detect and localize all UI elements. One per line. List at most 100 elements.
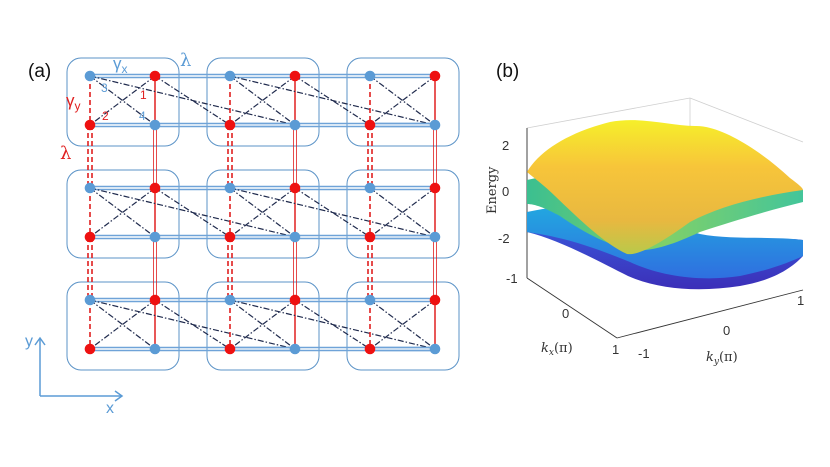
- site-4-blue: [429, 119, 441, 131]
- site-4-blue: [149, 231, 161, 243]
- long-dashdot-bond: [229, 75, 436, 126]
- z-tick: 2: [502, 138, 509, 153]
- dashdot-bond: [229, 299, 296, 350]
- axis-y-label: y: [25, 333, 33, 350]
- dashdot-bond: [229, 299, 296, 350]
- site-1-red: [149, 294, 161, 306]
- long-dashdot-bond: [229, 187, 436, 238]
- band-structure-panel: (b) Energy 2 0 -2 -1 0 1 -1 0 1 kx(π) ky…: [485, 61, 804, 367]
- unit-cell: [66, 169, 180, 259]
- dashdot-bond: [229, 187, 296, 238]
- panel-b-label: (b): [496, 61, 519, 82]
- site-2-red: [224, 343, 236, 355]
- kx-axis-line: [526, 277, 618, 339]
- site-2-red: [84, 231, 96, 243]
- kx-tick: -1: [506, 271, 518, 286]
- site-3-blue: [364, 70, 376, 82]
- site-4-blue: [289, 343, 301, 355]
- site-2-red: [364, 231, 376, 243]
- site-4-blue: [149, 343, 161, 355]
- long-dashdot-bond: [154, 299, 231, 350]
- dashdot-bond: [229, 187, 296, 238]
- site-3-blue: [84, 70, 96, 82]
- ky-tick: 1: [797, 293, 804, 308]
- unit-cell: [206, 169, 320, 259]
- dashdot-bond: [89, 187, 156, 238]
- unit-cell: [206, 57, 320, 147]
- long-dashdot-bond: [89, 299, 296, 350]
- ky-tick: 0: [723, 323, 730, 338]
- lambda-left-label: λ: [60, 143, 71, 164]
- unit-cell: [66, 57, 180, 147]
- z-tick: -2: [498, 231, 510, 246]
- dashdot-bond: [369, 299, 436, 350]
- z-tick: 0: [502, 184, 509, 199]
- site-number-3: 3: [101, 81, 108, 95]
- kx-axis-label: kx(π): [541, 341, 573, 358]
- site-number-1: 1: [140, 88, 147, 102]
- site-3-blue: [84, 182, 96, 194]
- site-3-blue: [224, 182, 236, 194]
- energy-label: Energy: [485, 166, 500, 214]
- long-dashdot-bond: [154, 75, 231, 126]
- site-2-red: [364, 119, 376, 131]
- site-1-red: [429, 182, 441, 194]
- unit-cell: [206, 281, 320, 371]
- site-1-red: [149, 182, 161, 194]
- dashdot-bond: [89, 75, 156, 126]
- site-number-2: 2: [102, 109, 109, 123]
- unit-cell: [346, 57, 460, 147]
- y-arrow-head: [34, 336, 46, 346]
- lattice-panel: (a) γx λ γy λ 1 2 3 4: [25, 50, 460, 417]
- site-2-red: [224, 119, 236, 131]
- dashdot-bond: [89, 299, 156, 350]
- gamma-x-label: γx: [113, 54, 128, 76]
- dashdot-bond: [89, 299, 156, 350]
- site-3-blue: [84, 294, 96, 306]
- band-surface-1: [527, 120, 803, 255]
- box-edge: [526, 97, 691, 129]
- kx-tick: 1: [612, 342, 619, 357]
- x-arrow-head: [114, 390, 124, 402]
- site-1-red: [289, 70, 301, 82]
- dashdot-bond: [369, 299, 436, 350]
- site-4-blue: [429, 231, 441, 243]
- dashdot-bond: [369, 187, 436, 238]
- site-3-blue: [364, 294, 376, 306]
- site-3-blue: [224, 70, 236, 82]
- site-1-red: [429, 294, 441, 306]
- kx-tick: 0: [562, 306, 569, 321]
- lattice-sites: [84, 70, 441, 355]
- long-dashdot-bond: [294, 75, 371, 126]
- gamma-y-label: γy: [66, 91, 81, 113]
- dashdot-bond: [89, 75, 156, 126]
- panel-a-label: (a): [28, 61, 51, 82]
- site-4-blue: [149, 119, 161, 131]
- long-dashdot-bond: [89, 187, 296, 238]
- site-3-blue: [224, 294, 236, 306]
- box-edge: [689, 97, 804, 143]
- long-dashdot-bond: [294, 299, 371, 350]
- dashdot-bond: [229, 75, 296, 126]
- long-dashdot-bond: [154, 187, 231, 238]
- ky-axis-label: ky(π): [706, 350, 738, 367]
- site-4-blue: [429, 343, 441, 355]
- site-1-red: [429, 70, 441, 82]
- site-4-blue: [289, 119, 301, 131]
- site-4-blue: [289, 231, 301, 243]
- site-2-red: [364, 343, 376, 355]
- site-2-red: [224, 231, 236, 243]
- site-2-red: [84, 343, 96, 355]
- dashdot-bond: [369, 187, 436, 238]
- ky-tick: -1: [638, 346, 650, 361]
- site-3-blue: [364, 182, 376, 194]
- unit-cell: [346, 281, 460, 371]
- lambda-top-label: λ: [180, 50, 191, 71]
- site-1-red: [289, 182, 301, 194]
- coordinate-axes: [34, 336, 124, 402]
- dashdot-bond: [369, 75, 436, 126]
- site-number-4: 4: [139, 109, 146, 123]
- unit-cells: [66, 57, 460, 371]
- unit-cell: [346, 169, 460, 259]
- dashdot-bond: [89, 187, 156, 238]
